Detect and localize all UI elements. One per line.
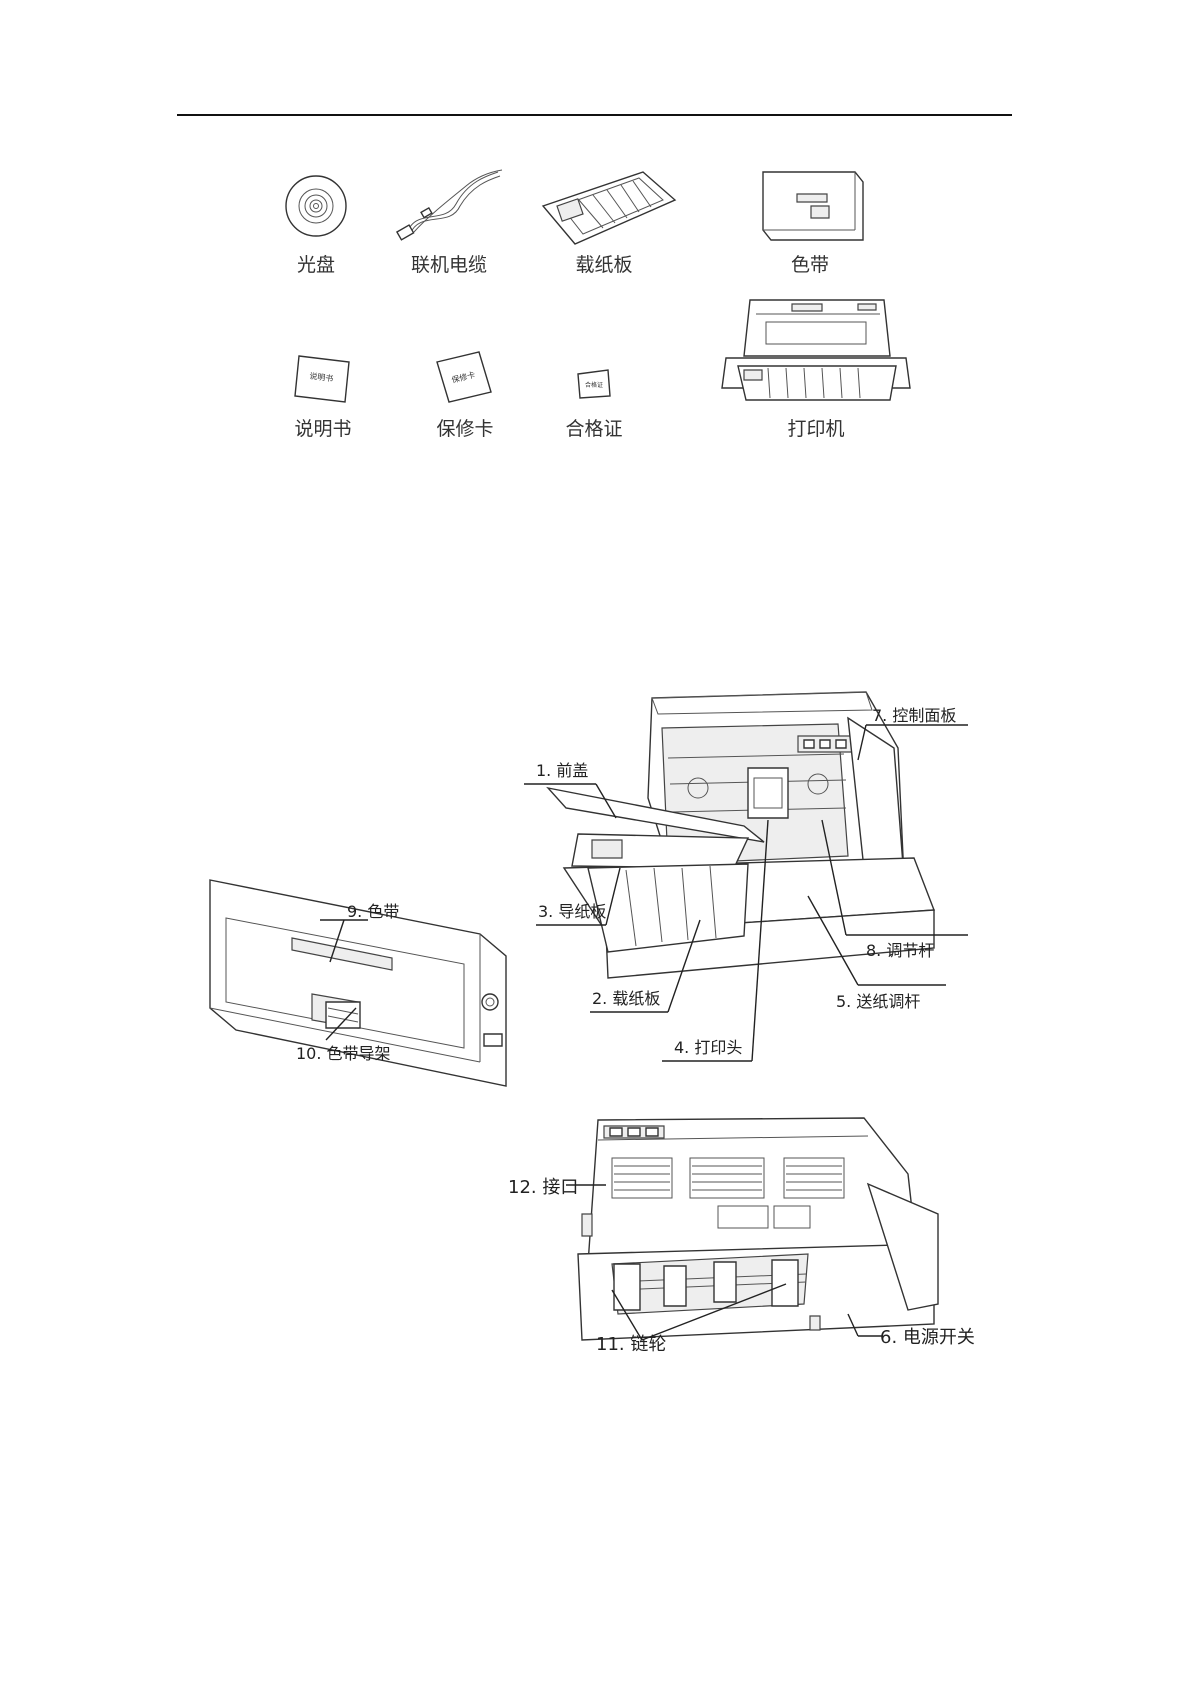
callout-adjust-lever: 8. 调节杆 [866, 937, 934, 961]
accessory-label-certificate: 合格证 [524, 414, 664, 441]
accessory-label-cd: 光盘 [246, 250, 386, 277]
callout-feed-lever: 5. 送纸调杆 [836, 988, 920, 1012]
accessory-label-printer: 打印机 [746, 414, 886, 441]
accessory-label-cable: 联机电缆 [379, 250, 519, 277]
usb-cable-icon [394, 166, 504, 242]
callout-sprocket: 11. 链轮 [596, 1330, 666, 1356]
ribbon-cartridge-icon [759, 166, 869, 246]
printer-rear-drawing [578, 1114, 938, 1350]
cd-disc-icon [284, 174, 348, 238]
manual-booklet-icon: 说明书 [291, 352, 353, 406]
accessory-label-manual: 说明书 [253, 414, 393, 441]
callout-print-head: 4. 打印头 [674, 1034, 742, 1058]
callout-ribbon-guide: 10. 色带导架 [296, 1040, 391, 1064]
callout-ribbon: 9. 色带 [347, 898, 399, 922]
accessory-label-ribbon: 色带 [740, 250, 880, 277]
paper-tray-icon [539, 166, 679, 248]
callout-power-switch: 6. 电源开关 [880, 1323, 975, 1349]
callout-paper-guide: 3. 导纸板 [538, 898, 606, 922]
accessory-label-warranty: 保修卡 [395, 414, 535, 441]
callout-front-cover: 1. 前盖 [536, 757, 588, 781]
callout-paper-tray: 2. 载纸板 [592, 985, 660, 1009]
header-rule [177, 114, 1012, 116]
warranty-card-icon: 保修卡 [433, 348, 495, 406]
callout-control-panel: 7. 控制面板 [872, 702, 956, 726]
certificate-icon: 合格证 [574, 368, 614, 400]
callout-interface: 12. 接口 [508, 1173, 578, 1199]
accessory-label-tray: 载纸板 [534, 250, 674, 277]
certificate-text: 合格证 [585, 381, 603, 389]
printer-icon [720, 296, 912, 408]
